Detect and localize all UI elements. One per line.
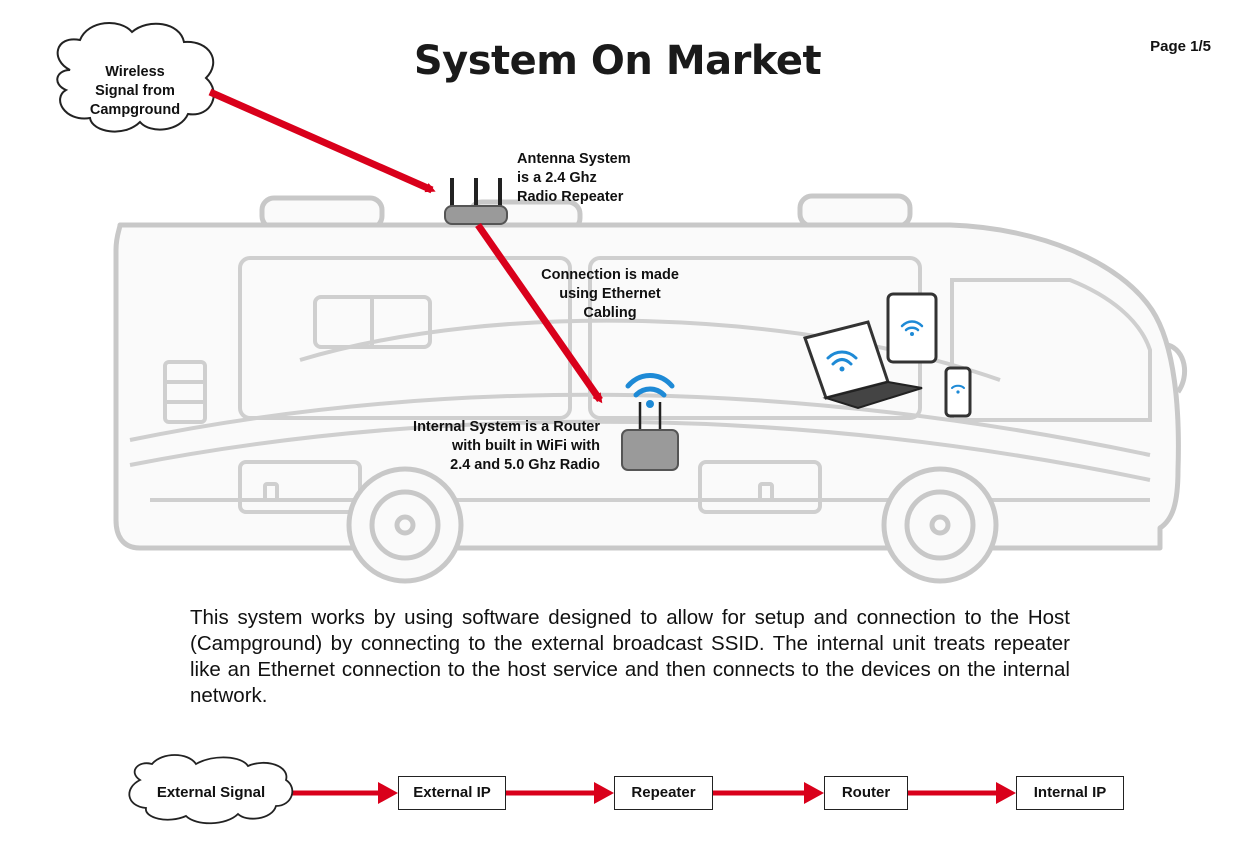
- page-number: Page 1/5: [1150, 38, 1211, 55]
- flow-step-router: Router: [824, 776, 908, 810]
- flow-cloud-icon: [128, 754, 294, 825]
- page-title: System On Market: [413, 38, 822, 84]
- wifi-icon-tablet: [900, 320, 924, 336]
- arrow-antenna-to-router: [475, 222, 603, 404]
- arrow-cloud-to-antenna: [208, 88, 436, 194]
- router-icon: [621, 402, 679, 471]
- cloud-label: Wireless Signal from Campground: [89, 64, 181, 118]
- flow-step-internal-ip: Internal IP: [1016, 776, 1124, 810]
- wifi-icon-laptop: [826, 350, 858, 372]
- flow-connectors: [290, 782, 1016, 804]
- antenna-icon: [444, 178, 508, 225]
- description-paragraph: This system works by using software desi…: [190, 606, 1070, 707]
- front-wheel: [881, 466, 999, 584]
- connection-label: Connection is made using Ethernet Cablin…: [541, 267, 679, 321]
- antenna-label: Antenna System is a 2.4 Ghz Radio Repeat…: [517, 151, 631, 205]
- flow-step-external-ip: External IP: [398, 776, 506, 810]
- side-mirror: [1167, 342, 1188, 394]
- flow-step-external-signal: External Signal: [156, 784, 266, 801]
- flow-step-repeater: Repeater: [614, 776, 713, 810]
- rear-wheel: [346, 466, 464, 584]
- cloud-icon: [56, 21, 215, 133]
- wifi-signal-icon: [625, 373, 675, 408]
- router-label: Internal System is a Router with built i…: [413, 419, 600, 473]
- wifi-icon-phone: [951, 384, 965, 394]
